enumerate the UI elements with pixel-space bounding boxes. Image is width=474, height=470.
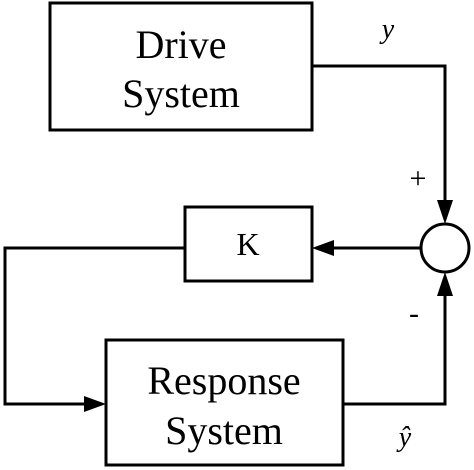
feedback-line	[3, 246, 185, 406]
response-system-block: Response System	[104, 338, 345, 467]
response-system-box	[104, 338, 345, 467]
gain-label: K	[236, 226, 259, 262]
drive-output-label: y	[379, 14, 395, 45]
plus-sign: +	[410, 162, 427, 195]
response-system-label-line1: Response	[147, 358, 300, 403]
sum-to-gain-arrowhead	[312, 240, 334, 256]
gain-to-response-arrowhead	[84, 396, 106, 412]
response-system-label-line2: System	[165, 408, 283, 453]
response-to-sum-arrowhead	[437, 272, 453, 296]
response-output-line	[343, 296, 447, 406]
drive-output-line	[312, 64, 447, 200]
gain-block: K	[183, 205, 314, 283]
drive-system-label-line1: Drive	[135, 22, 226, 67]
drive-system-box	[48, 1, 314, 132]
drive-system-block: Drive System	[48, 1, 314, 132]
gain-box	[183, 205, 314, 283]
drive-to-sum-arrowhead	[437, 200, 453, 224]
response-output-label: ŷ	[396, 422, 412, 453]
drive-system-label-line2: System	[122, 71, 240, 116]
summing-junction	[419, 222, 471, 274]
minus-sign: -	[409, 297, 419, 330]
